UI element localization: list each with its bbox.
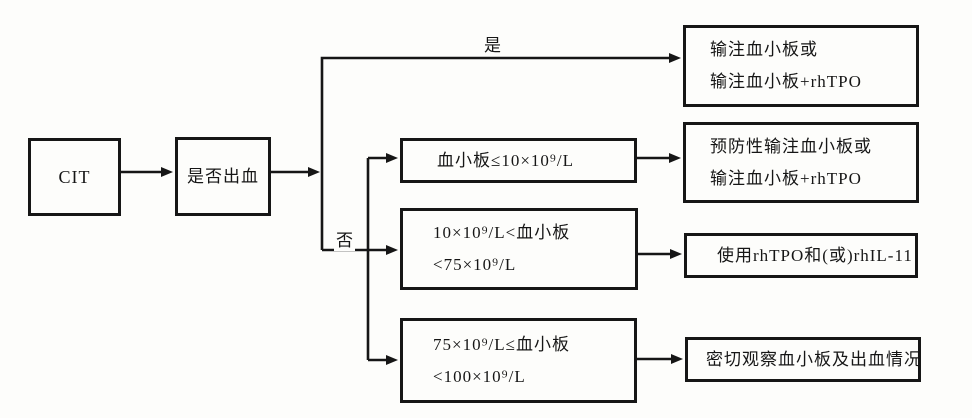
outcome-line: 使用rhTPO和(或)rhIL-11 xyxy=(717,245,913,265)
start-node-cit: CIT xyxy=(28,138,121,216)
condition-line: <75×10⁹/L xyxy=(433,255,517,274)
decision-node-label: 是否出血 xyxy=(187,166,259,186)
outcome-node-observe: 密切观察血小板及出血情况 xyxy=(685,337,921,382)
edge-yes-branch xyxy=(320,53,681,250)
branch-label-no: 否 xyxy=(334,226,355,251)
branch-label-yes: 是 xyxy=(482,31,503,56)
outcome-node-transfusion: 输注血小板或 输注血小板+rhTPO xyxy=(683,25,919,107)
condition-node-platelet-low: 血小板≤10×10⁹/L xyxy=(400,138,637,183)
condition-line: <100×10⁹/L xyxy=(433,366,526,386)
outcome-line: 预防性输注血小板或 xyxy=(710,136,872,156)
outcome-node-rhtpo: 使用rhTPO和(或)rhIL-11 xyxy=(684,233,918,278)
decision-node-bleeding: 是否出血 xyxy=(175,137,271,216)
outcome-node-prophylactic: 预防性输注血小板或 输注血小板+rhTPO xyxy=(683,122,919,203)
condition-line: 10×10⁹/L<血小板 xyxy=(433,223,571,242)
outcome-line: 输注血小板+rhTPO xyxy=(710,72,862,91)
condition-line: 血小板≤10×10⁹/L xyxy=(437,150,574,170)
outcome-line: 密切观察血小板及出血情况 xyxy=(706,349,922,369)
outcome-line: 输注血小板或 xyxy=(710,40,818,59)
start-node-label: CIT xyxy=(58,167,91,187)
condition-node-platelet-mid: 10×10⁹/L<血小板 <75×10⁹/L xyxy=(400,208,638,290)
condition-node-platelet-high: 75×10⁹/L≤血小板 <100×10⁹/L xyxy=(400,318,637,403)
outcome-line: 输注血小板+rhTPO xyxy=(710,168,862,188)
condition-line: 75×10⁹/L≤血小板 xyxy=(433,334,570,354)
